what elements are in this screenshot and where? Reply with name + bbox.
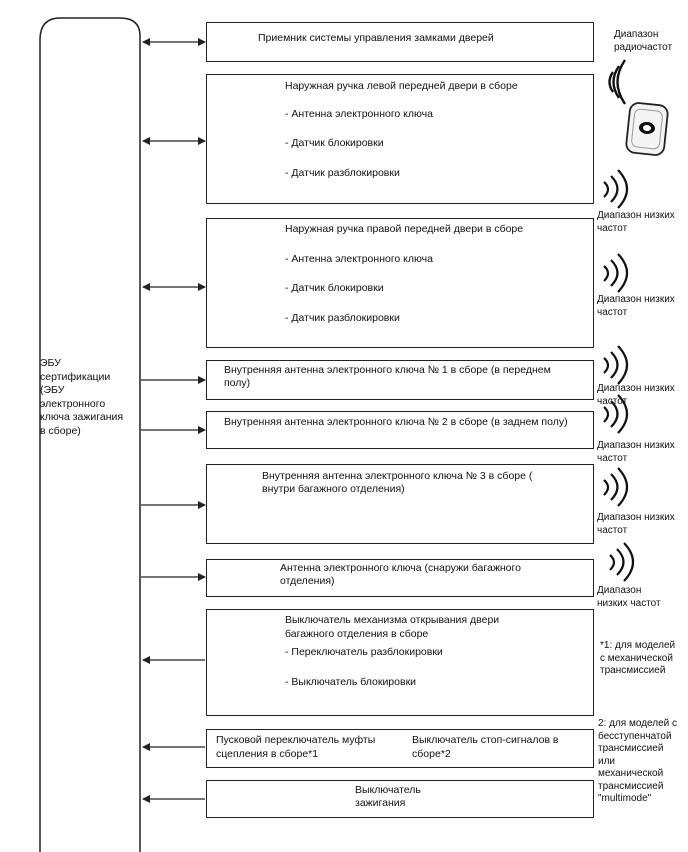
trunk-switch-title: багажного отделения в сборе xyxy=(285,628,429,640)
connectors xyxy=(141,38,206,803)
low-band-label: Диапазон низких частот xyxy=(597,383,675,407)
footnote-1: *1: для моделей с механической трансмисс… xyxy=(600,640,676,676)
smart-key-fob-icon xyxy=(625,102,669,156)
clutch-switch-label: сцепления в сборе*1 xyxy=(216,748,319,760)
clutch-stop-box xyxy=(206,729,594,768)
antenna1-label: полу) xyxy=(224,377,251,389)
low-frequency-waves-icon xyxy=(609,542,635,582)
right-handle-title: Наружная ручка правой передней двери в с… xyxy=(285,223,524,235)
antenna1-box xyxy=(206,360,594,400)
ecu-unit xyxy=(39,17,141,852)
stop-switch-label: Выключатель стоп-сигналов в xyxy=(412,734,559,746)
antenna-outside-label: отделения) xyxy=(280,575,335,587)
antenna-outside-box xyxy=(206,559,594,597)
radio-waves-icon xyxy=(608,59,627,105)
ecu-label: ЭБУ сертификации (ЭБУ электронного ключа… xyxy=(40,357,124,437)
radio-band-label: Диапазон радиочастот xyxy=(614,29,673,53)
antenna2-label: Внутренняя антенна электронного ключа № … xyxy=(224,416,568,428)
left-handle-title: Наружная ручка левой передней двери в сб… xyxy=(285,80,518,92)
low-frequency-waves-icon xyxy=(603,394,629,434)
low-frequency-waves-icon xyxy=(603,253,629,293)
door-lock-receiver-box xyxy=(206,22,594,62)
low-frequency-waves-icon xyxy=(603,345,629,385)
antenna2-box xyxy=(206,411,594,449)
clutch-switch-label: Пусковой переключатель муфты xyxy=(216,734,376,746)
trunk-switch-title: Выключатель механизма открывания двери xyxy=(285,614,500,626)
right-handle-item: - Датчик разблокировки xyxy=(285,312,400,324)
footnote-2: 2: для моделей с бесступенчатой трансмис… xyxy=(598,718,678,804)
antenna1-label: Внутренняя антенна электронного ключа № … xyxy=(224,364,551,376)
low-band-label: Диапазон низких частот xyxy=(597,294,675,318)
trunk-switch-item: - Переключатель разблокировки xyxy=(285,646,443,658)
antenna3-label: Внутренняя антенна электронного ключа № … xyxy=(262,470,533,482)
low-band-label: Диапазон низких частот xyxy=(597,440,675,464)
left-handle-item: - Датчик разблокировки xyxy=(285,167,400,179)
antenna3-label: внутри багажного отделения) xyxy=(262,483,405,495)
antenna-outside-label: Антенна электронного ключа (снаружи бага… xyxy=(280,562,521,574)
low-frequency-waves-icon xyxy=(603,467,629,507)
door-lock-receiver-label: Приемник системы управления замками двер… xyxy=(258,32,494,44)
trunk-switch-item: - Выключатель блокировки xyxy=(285,676,417,688)
stop-switch-label: сборе*2 xyxy=(412,748,451,760)
ignition-switch-label: зажигания xyxy=(355,797,406,809)
right-handle-item: - Антенна электронного ключа xyxy=(285,253,433,265)
low-frequency-waves-icon xyxy=(603,169,629,209)
left-handle-item: - Датчик блокировки xyxy=(285,137,384,149)
low-band-label: Диапазон низких частот xyxy=(597,210,675,234)
right-handle-box xyxy=(206,218,594,348)
antenna3-box xyxy=(206,464,594,544)
left-handle-item: - Антенна электронного ключа xyxy=(285,108,433,120)
trunk-switch-box xyxy=(206,609,594,716)
low-band-label: Диапазон низких частот xyxy=(597,585,661,609)
left-handle-box xyxy=(206,74,594,204)
low-band-label: Диапазон низких частот xyxy=(597,512,675,536)
right-handle-item: - Датчик блокировки xyxy=(285,282,384,294)
ignition-box xyxy=(206,780,594,818)
ignition-switch-label: Выключатель xyxy=(355,784,421,796)
